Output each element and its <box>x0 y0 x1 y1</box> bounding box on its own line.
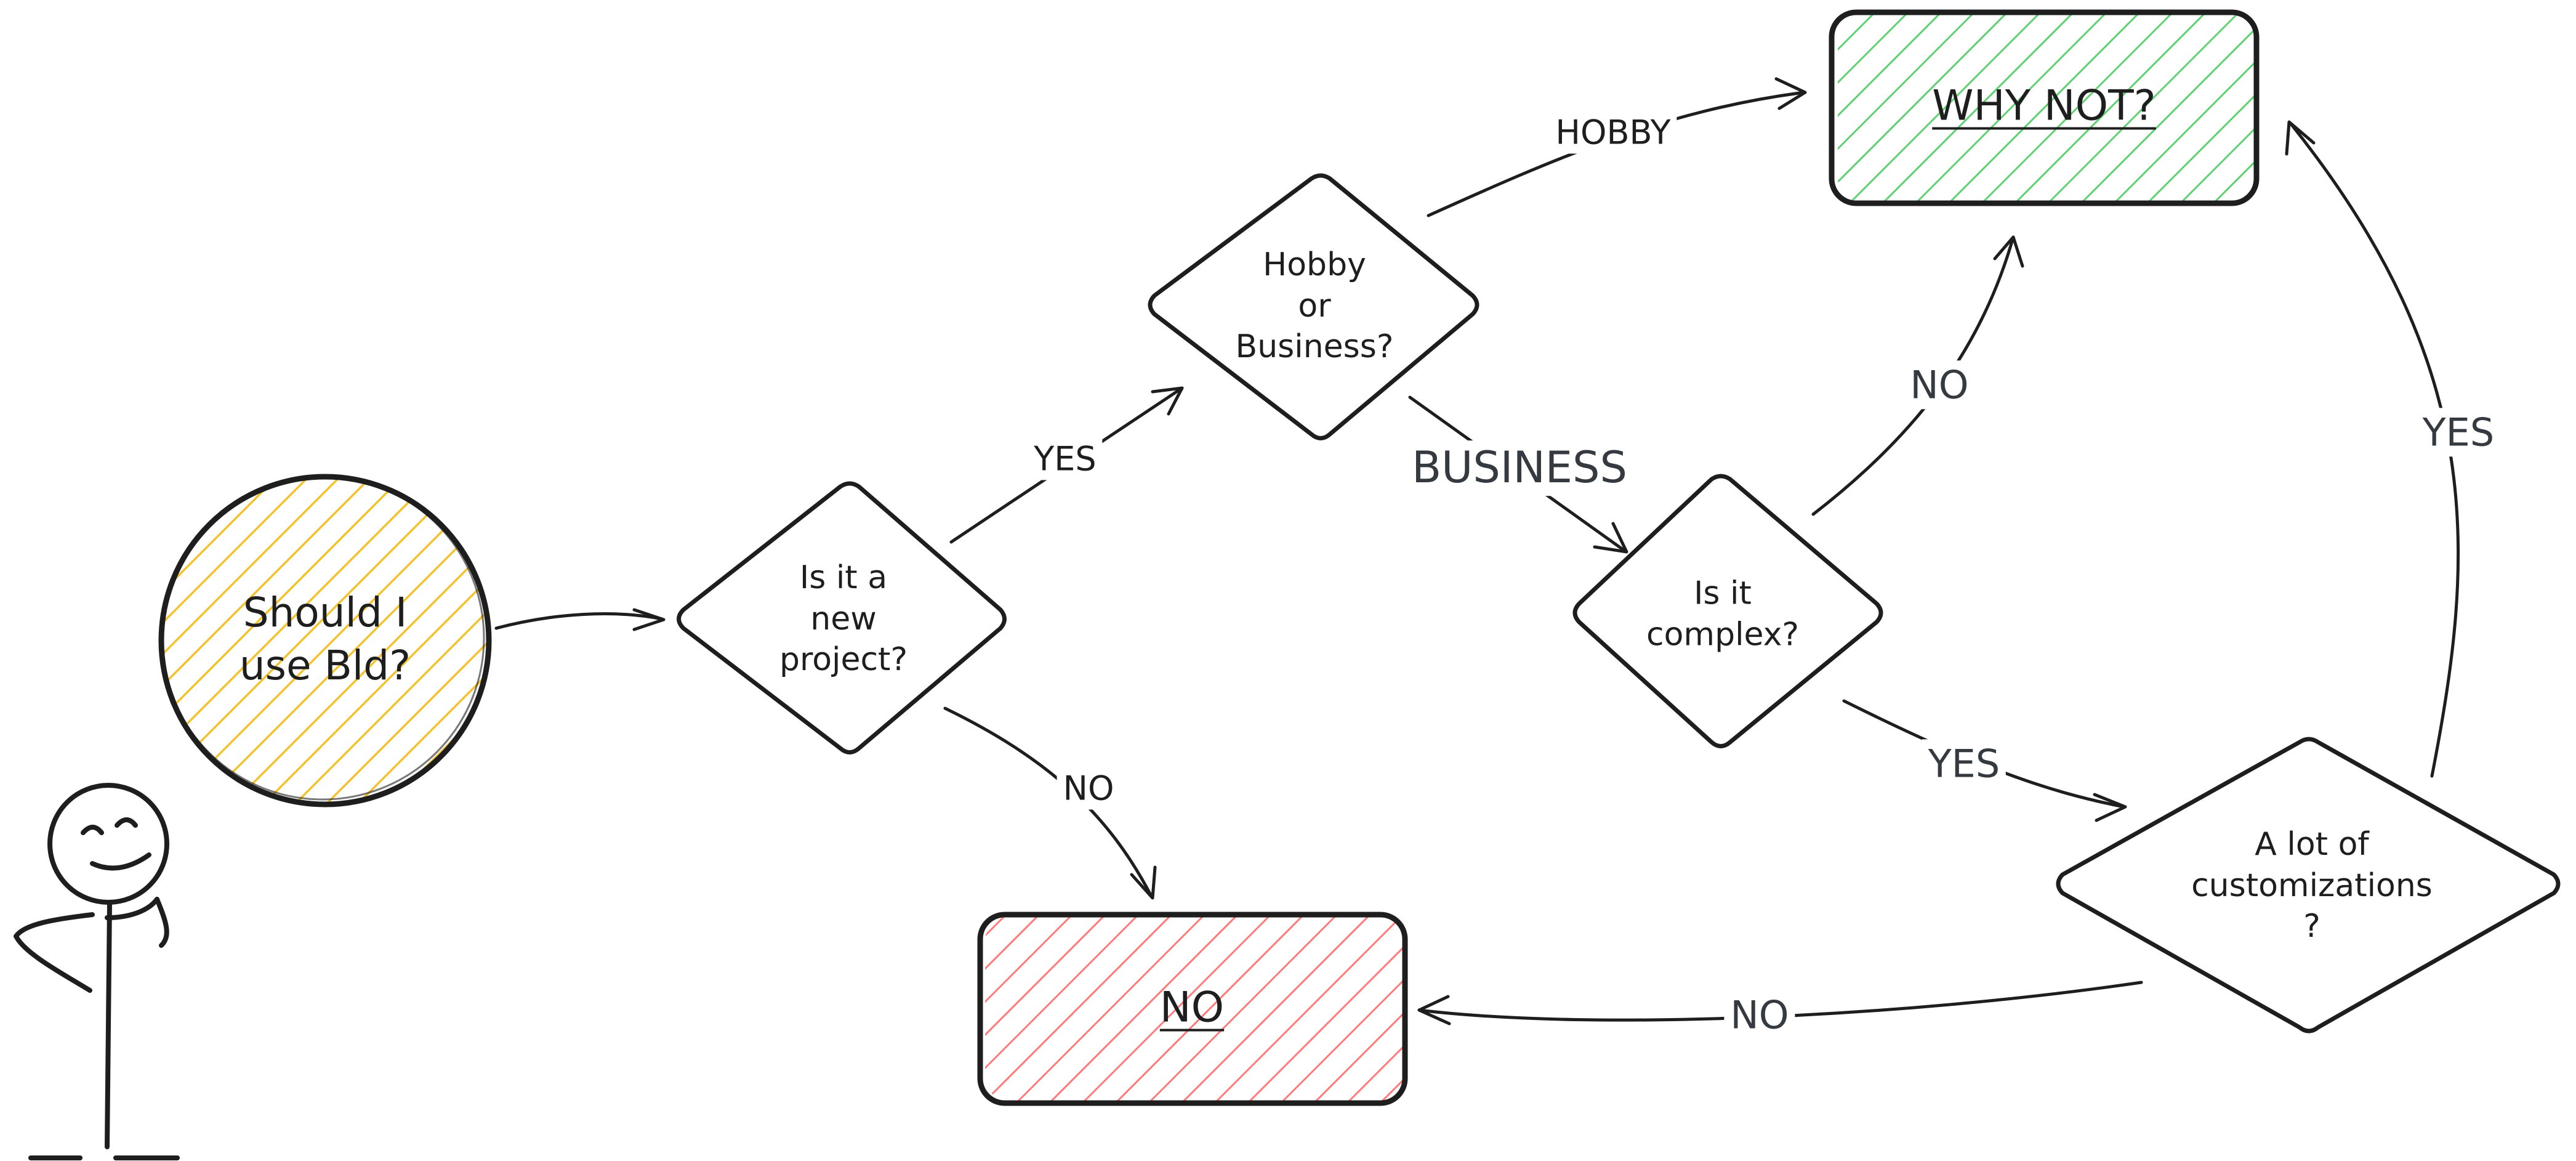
edge-customizations-no <box>1417 981 2143 1022</box>
edge-business <box>1408 395 1627 553</box>
decision-complex <box>1572 474 1883 748</box>
stick-figure-icon <box>14 783 180 1160</box>
start-node <box>158 474 492 807</box>
decision-new-project <box>677 481 1007 754</box>
arrowhead-icon <box>1130 865 1157 900</box>
decision-customizations <box>2056 737 2561 1034</box>
edge-new-project-yes <box>949 386 1184 544</box>
arrowhead-icon <box>1151 386 1184 416</box>
decision-hobby-business <box>1148 173 1479 440</box>
edge-complex-yes <box>1842 699 2126 809</box>
arrowhead-icon <box>1417 995 1451 1025</box>
edge-hobby <box>1427 91 1806 217</box>
edge-complex-no <box>1811 235 2015 516</box>
edges <box>494 77 2460 1025</box>
arrowhead-icon <box>1993 235 2024 268</box>
edge-new-project-no <box>943 706 1153 898</box>
arrowhead-icon <box>1774 77 1807 110</box>
arrowhead-icon <box>2093 793 2127 822</box>
edge-customizations-yes <box>2288 121 2460 778</box>
edge-start-to-new-project <box>494 612 664 630</box>
arrowhead-icon <box>2285 120 2316 156</box>
outcome-why-not <box>1829 9 2260 206</box>
arrowhead-icon <box>1593 522 1628 554</box>
arrowhead-icon <box>632 608 666 631</box>
outcome-no <box>977 912 1408 1106</box>
